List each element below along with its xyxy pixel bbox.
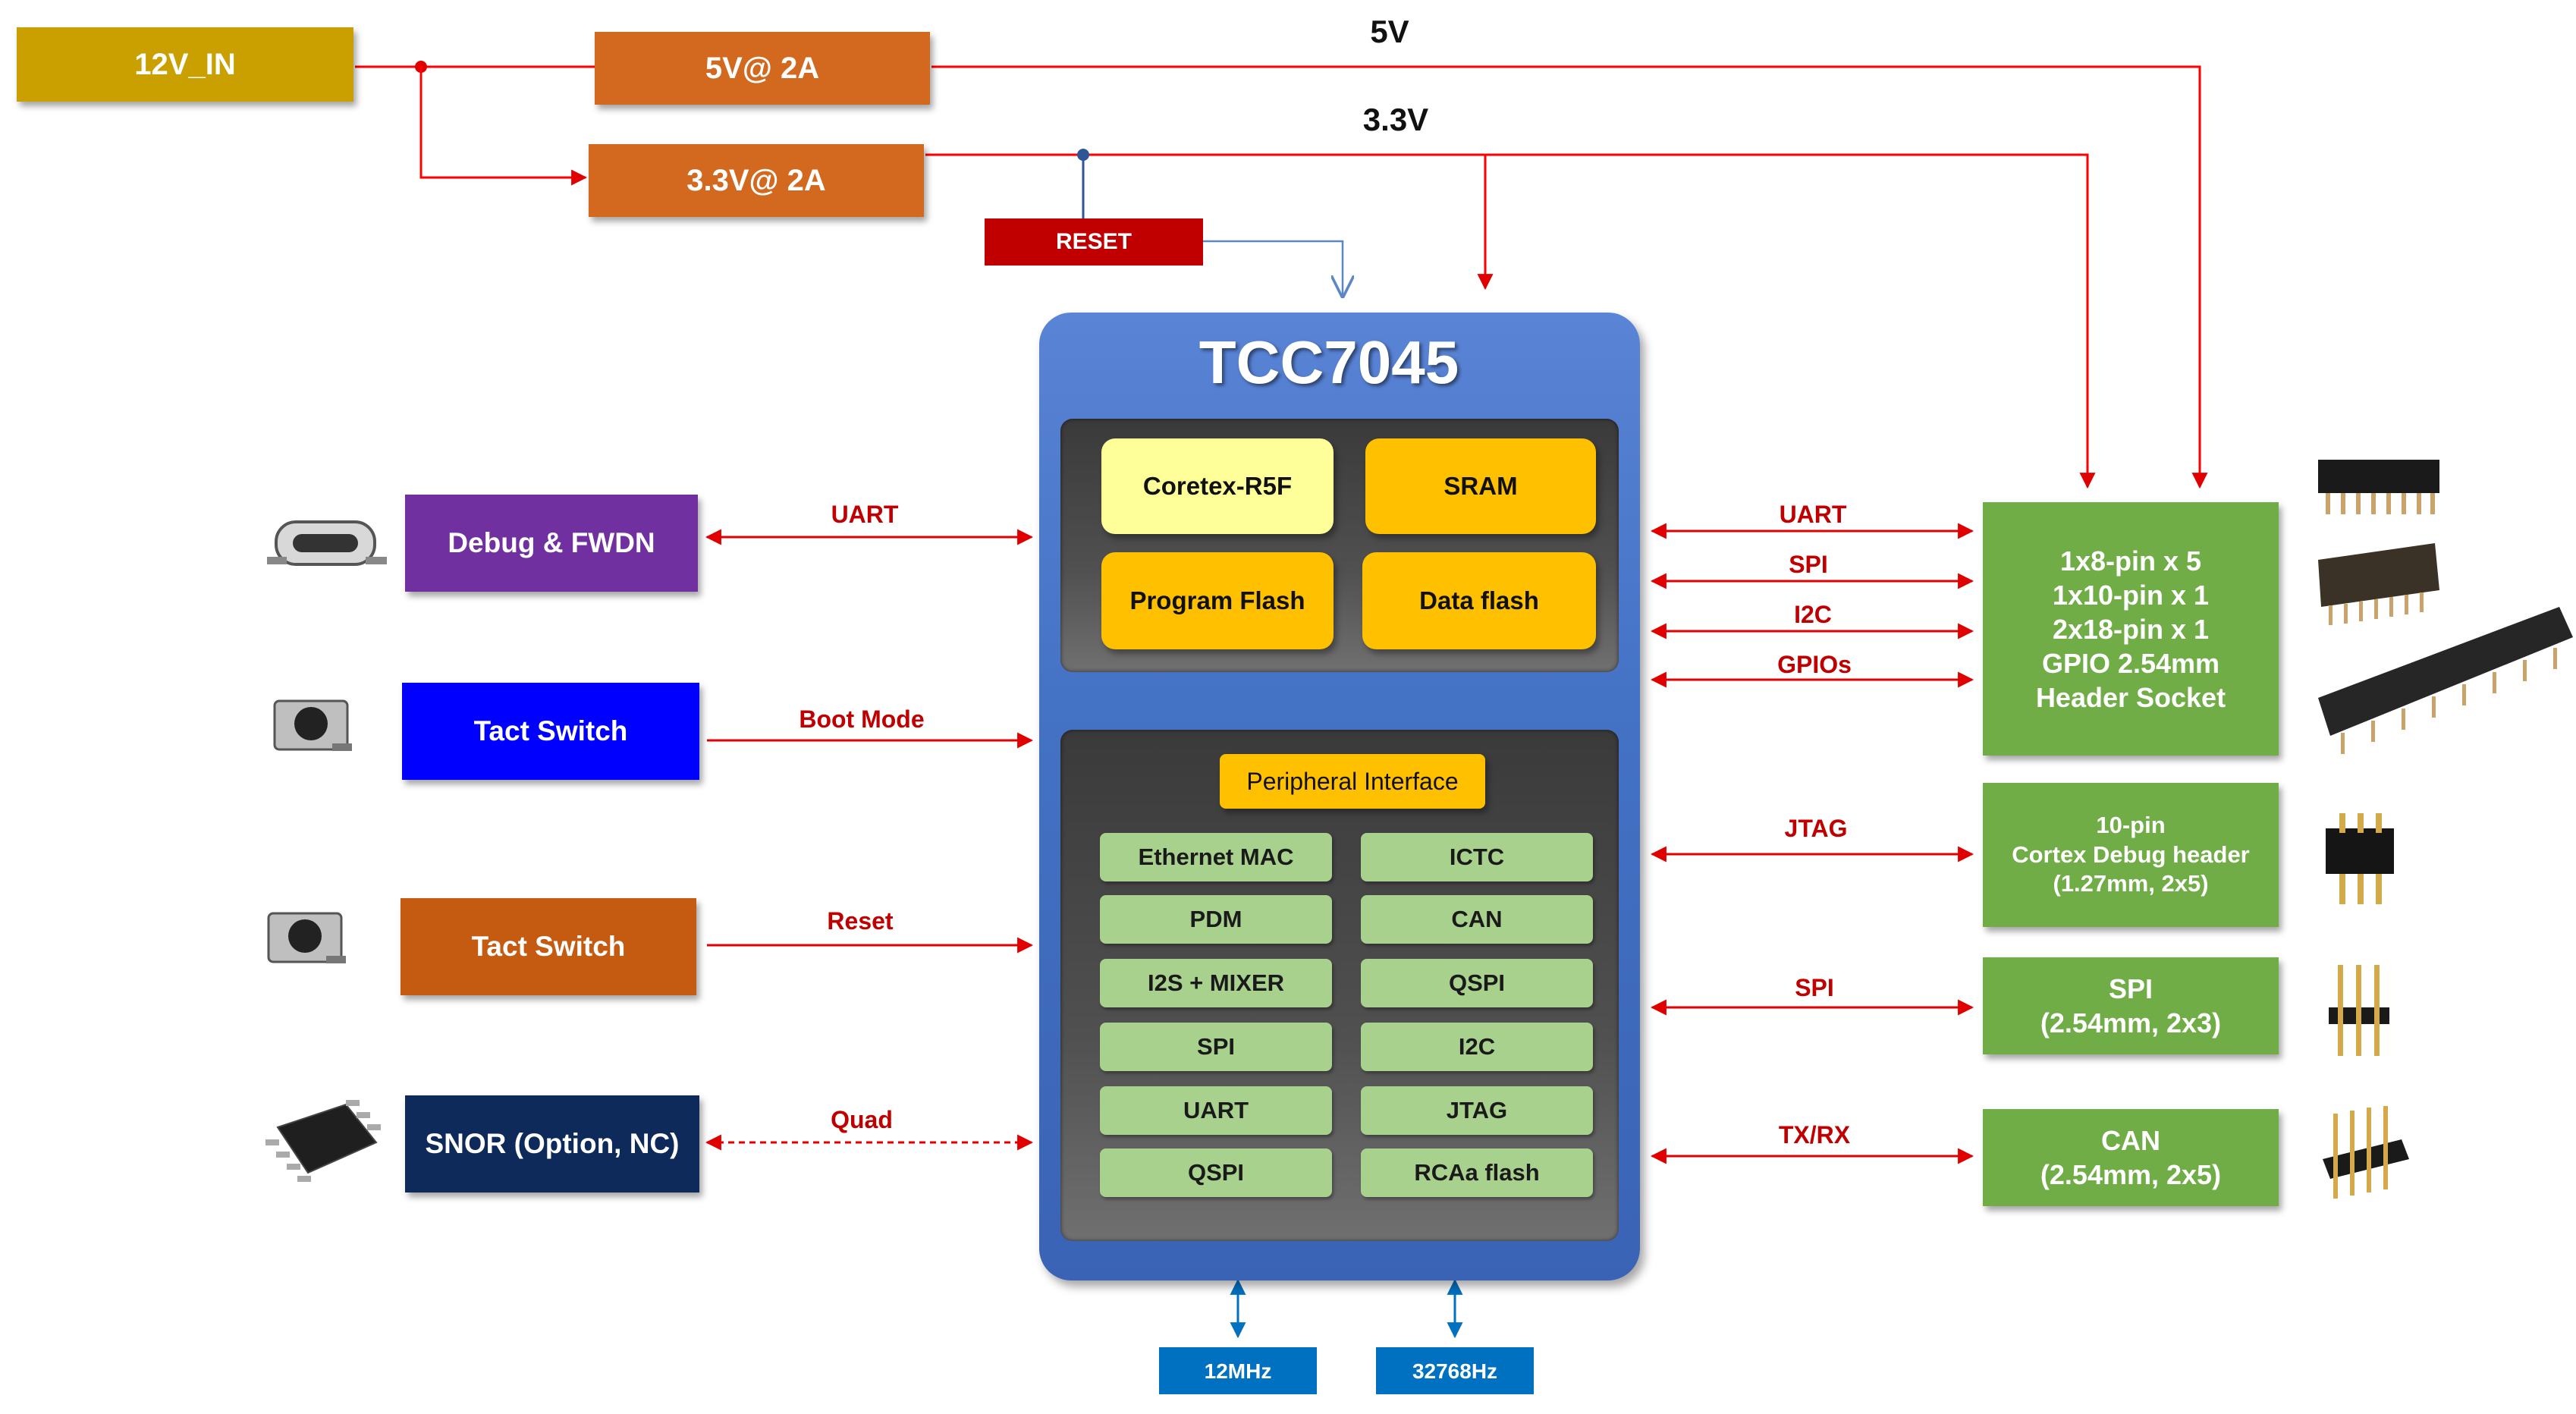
can-line-2: (2.54mm, 2x5) — [2040, 1159, 2222, 1190]
debug-fwdn-box: Debug & FWDN — [405, 495, 698, 592]
clock-12mhz: 12MHz — [1159, 1347, 1317, 1394]
signal-reset: Reset — [827, 907, 894, 935]
reset-wire — [1203, 240, 1343, 296]
program-flash: Program Flash — [1101, 552, 1334, 649]
peripheral-spi: SPI — [1100, 1023, 1332, 1071]
signal-gpios: GPIOs — [1777, 651, 1852, 678]
peripheral-i2c: I2C — [1361, 1023, 1593, 1071]
pin-header-1x10-icon — [2318, 543, 2439, 625]
peripheral-interface-title: Peripheral Interface — [1220, 754, 1485, 809]
peripheral-jtag: JTAG — [1361, 1086, 1593, 1135]
cpu-core: Coretex-R5F — [1101, 438, 1334, 534]
snor-flash-chip-icon — [265, 1100, 381, 1182]
peripheral-pdm: PDM — [1100, 895, 1332, 944]
signal-spi-right: SPI — [1789, 551, 1828, 578]
header-line-2: 1x10-pin x 1 — [2052, 579, 2210, 611]
header-line-4: GPIO 2.54mm — [2041, 647, 2220, 679]
rail-5v-label: 5V — [1370, 14, 1409, 49]
spi-pin-header-icon — [2329, 965, 2389, 1056]
regulator-3v3: 3.3V@ 2A — [589, 144, 924, 217]
signal-boot-mode: Boot Mode — [799, 705, 925, 733]
peripheral-ethernet-mac: Ethernet MAC — [1100, 833, 1332, 881]
jtag-line-1: 10-pin — [2096, 811, 2166, 838]
pin-header-2x18-icon — [2318, 607, 2573, 754]
rail-3v3-label: 3.3V — [1362, 102, 1429, 137]
peripheral-uart: UART — [1100, 1086, 1332, 1135]
header-line-5: Header Socket — [2035, 681, 2226, 713]
tact-switch-reset-box: Tact Switch — [401, 898, 696, 995]
can-header-box: CAN (2.54mm, 2x5) — [1983, 1109, 2279, 1206]
data-flash: Data flash — [1362, 552, 1596, 649]
spi-header-box: SPI (2.54mm, 2x3) — [1983, 957, 2279, 1054]
usb-c-connector-icon — [267, 520, 387, 566]
tact-switch-boot-box: Tact Switch — [402, 683, 699, 780]
peripheral-can: CAN — [1361, 895, 1593, 944]
peripheral-i2s-mixer: I2S + MIXER — [1100, 959, 1332, 1007]
signal-uart-right: UART — [1779, 501, 1847, 528]
can-line-1: CAN — [2101, 1125, 2160, 1156]
spi-line-1: SPI — [2108, 973, 2153, 1004]
regulator-5v: 5V@ 2A — [595, 32, 930, 105]
cortex-debug-header-icon — [2326, 813, 2394, 904]
can-pin-header-icon — [2323, 1106, 2409, 1199]
header-line-1: 1x8-pin x 5 — [2059, 545, 2202, 577]
reset-box: RESET — [985, 218, 1203, 266]
peripheral-ictc: ICTC — [1361, 833, 1593, 881]
jtag-line-3: (1.27mm, 2x5) — [2053, 870, 2209, 897]
peripheral-qspi: QSPI — [1361, 959, 1593, 1007]
signal-uart-left: UART — [831, 501, 899, 528]
signal-tx-rx: TX/RX — [1778, 1121, 1851, 1148]
signal-i2c-right: I2C — [1794, 601, 1832, 628]
signal-quad: Quad — [831, 1106, 893, 1133]
chip-title: TCC7045 — [1198, 328, 1459, 396]
tact-switch-icon-2 — [267, 912, 346, 963]
jtag-line-2: Cortex Debug header — [2012, 841, 2250, 868]
signal-jtag: JTAG — [1784, 815, 1848, 842]
pin-header-1x8-icon — [2318, 460, 2439, 514]
clock-32768hz: 32768Hz — [1376, 1347, 1534, 1394]
power-wires — [355, 61, 2208, 489]
header-line-3: 2x18-pin x 1 — [2052, 613, 2210, 645]
jtag-header-box: 10-pin Cortex Debug header (1.27mm, 2x5) — [1983, 783, 2279, 927]
gpio-header-socket-box: 1x8-pin x 5 1x10-pin x 1 2x18-pin x 1 GP… — [1983, 502, 2279, 756]
signal-spi-connector: SPI — [1795, 974, 1834, 1001]
power-input-12v: 12V_IN — [17, 27, 353, 102]
peripheral-qspi-2: QSPI — [1100, 1148, 1332, 1197]
spi-line-2: (2.54mm, 2x3) — [2040, 1007, 2222, 1039]
snor-box: SNOR (Option, NC) — [405, 1095, 699, 1192]
sram: SRAM — [1365, 438, 1596, 534]
peripheral-rcaa-flash: RCAa flash — [1361, 1148, 1593, 1197]
tact-switch-icon — [273, 699, 352, 751]
